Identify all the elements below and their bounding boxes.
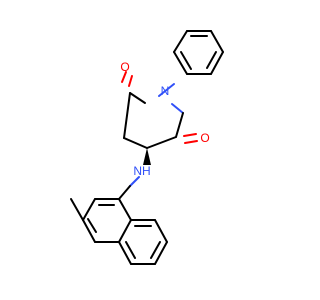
top-oxygen-label: O	[120, 60, 129, 74]
phenyl-ring-top	[173, 30, 224, 75]
structure-diagram: N O O NH	[0, 0, 300, 300]
background	[0, 0, 300, 300]
amine-link	[118, 148, 151, 200]
stereo-wedge-bond	[143, 148, 151, 165]
right-oxygen-label: O	[200, 131, 209, 145]
tolyl-ring-bottom	[70, 198, 168, 265]
succinimide-ring	[121, 71, 198, 149]
amine-label: NH	[133, 164, 150, 178]
molecule-canvas: N O O NH	[0, 0, 300, 300]
ring-nitrogen-label: N	[161, 84, 170, 98]
